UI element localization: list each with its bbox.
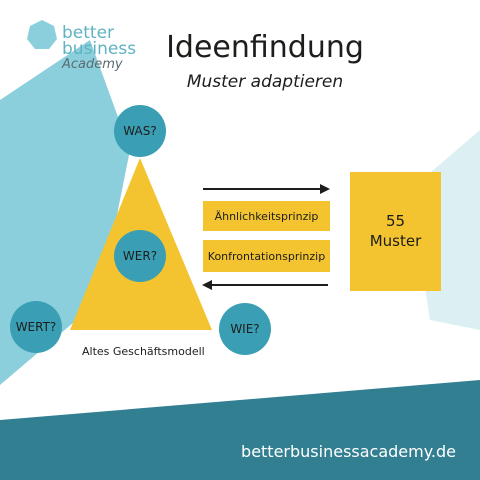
footer-url: betterbusinessacademy.de bbox=[241, 442, 456, 461]
node-wert: WERT? bbox=[10, 301, 62, 353]
muster-box: 55 Muster bbox=[350, 172, 441, 291]
logo-text-better: better bbox=[62, 23, 115, 43]
arrow-right-icon bbox=[203, 184, 330, 194]
triangle-caption: Altes Geschäftsmodell bbox=[82, 345, 205, 358]
node-was: WAS? bbox=[114, 105, 166, 157]
principle-aehnlichkeit: Ähnlichkeitsprinzip bbox=[203, 201, 330, 231]
page-title: Ideenfindung bbox=[166, 30, 364, 65]
muster-label: Muster bbox=[369, 231, 422, 250]
arrow-left-icon bbox=[202, 280, 328, 290]
footer-band bbox=[0, 380, 480, 480]
node-wer: WER? bbox=[114, 230, 166, 282]
principle-konfrontation: Konfrontationsprinzip bbox=[203, 240, 330, 272]
logo-heptagon-icon bbox=[27, 20, 57, 49]
page-subtitle: Muster adaptieren bbox=[186, 72, 344, 92]
node-wie: WIE? bbox=[219, 303, 271, 355]
muster-count: 55 bbox=[385, 212, 406, 230]
logo-text-academy: Academy bbox=[62, 57, 123, 72]
logo-text-business: business bbox=[62, 39, 137, 59]
